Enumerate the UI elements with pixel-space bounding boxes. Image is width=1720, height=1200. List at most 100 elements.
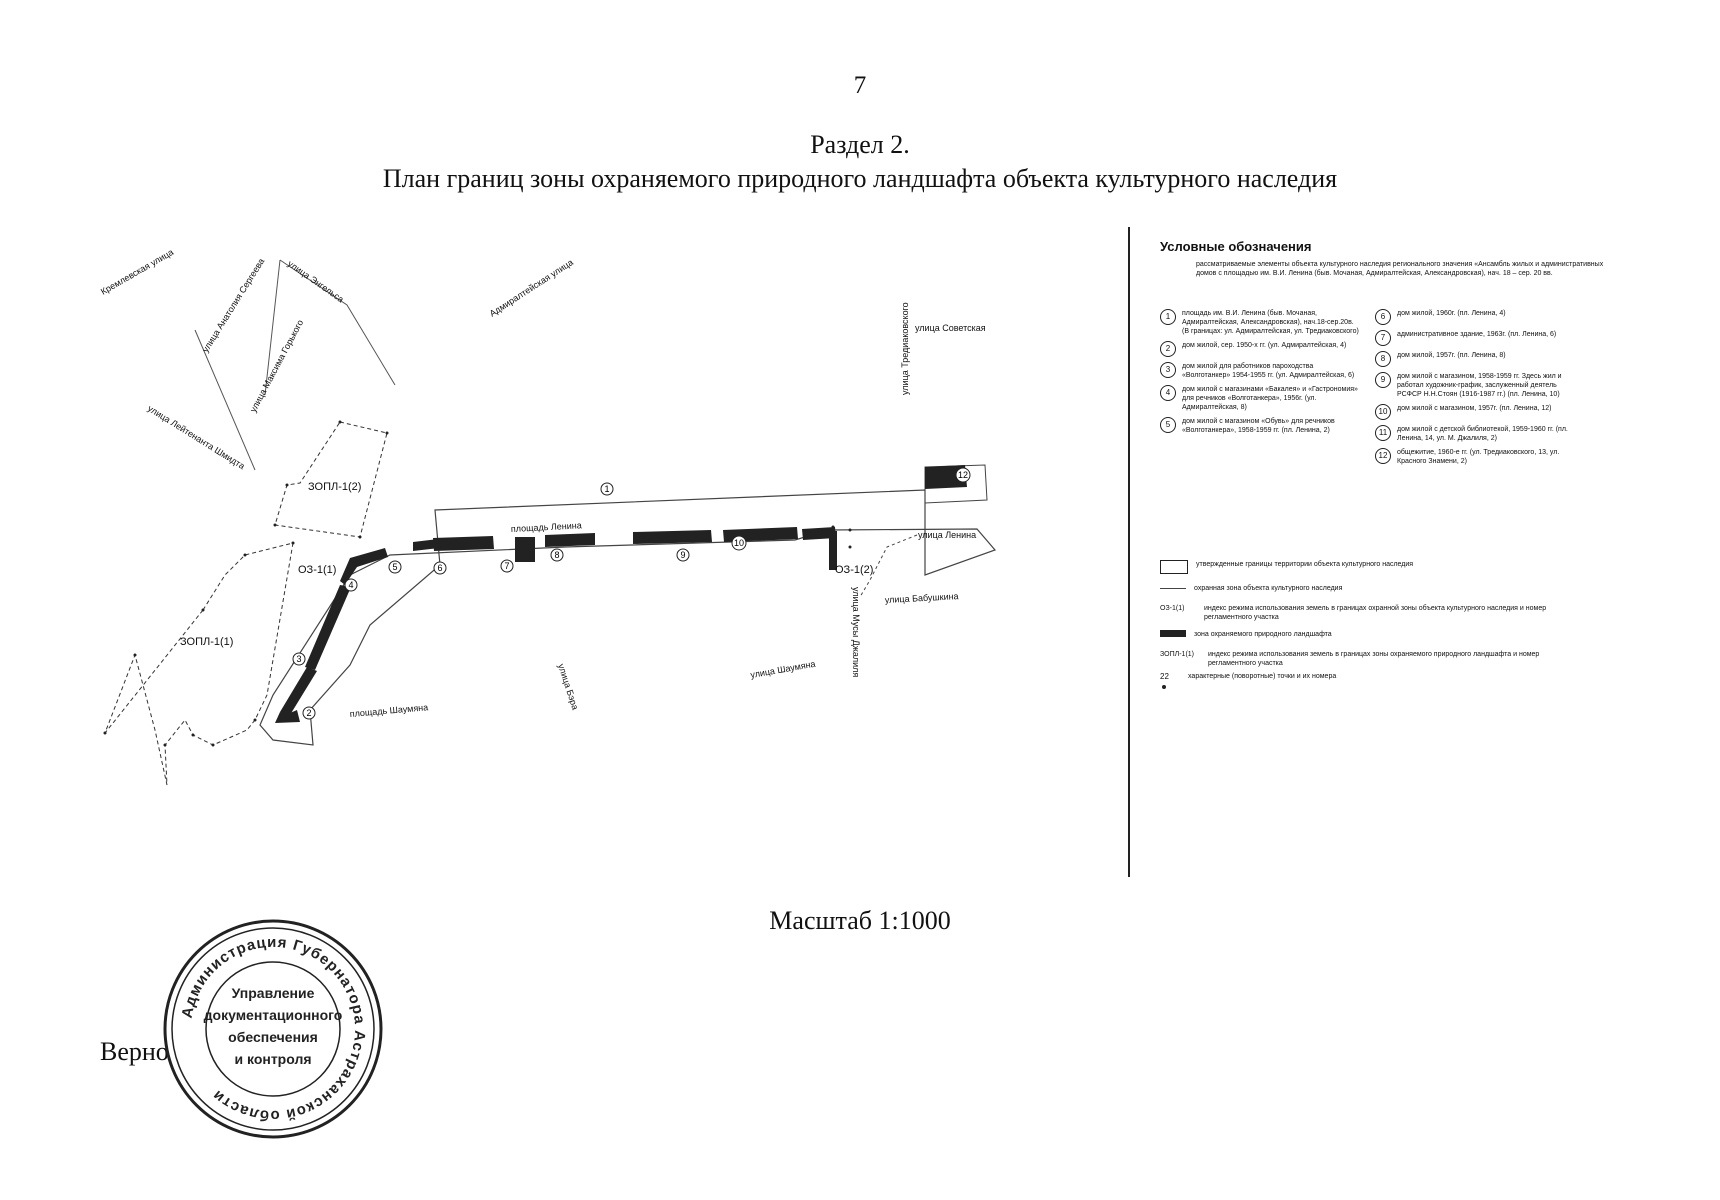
stamp-line-4: и контроля	[235, 1051, 312, 1067]
legend-num: 7	[1375, 330, 1391, 346]
building-strip-1	[340, 548, 388, 585]
legend-key-text: индекс режима использования земель в гра…	[1208, 651, 1540, 667]
legend-text: дом жилой с магазином, 1957г. (пл. Ленин…	[1397, 405, 1552, 412]
site-marker-2: 2	[306, 708, 311, 718]
site-marker-2-circle	[302, 706, 316, 720]
legend-num: 8	[1375, 351, 1391, 367]
legend-num: 4	[1160, 385, 1176, 401]
site-marker-6: 6	[437, 563, 442, 573]
landscape-swatch-icon	[1160, 630, 1186, 637]
legend-key-text: зона охраняемого природного ландшафта	[1194, 631, 1332, 638]
legend-num: 9	[1375, 372, 1391, 388]
legend-key-zopl: ЗОПЛ-1(1) индекс режима использования зе…	[1160, 650, 1580, 668]
map-scale: Масштаб 1:1000	[769, 906, 951, 935]
legend-col-left: 1 площадь им. В.И. Ленина (быв. Мочаная, …	[1160, 309, 1360, 440]
street-labels: Кремлевская улица улица Анатолия Сергеев…	[99, 247, 986, 719]
legend-text: дом жилой с магазинами «Бакалея» и «Гаст…	[1182, 386, 1358, 411]
legend-text: дом жилой с магазином «Обувь» для речник…	[1182, 418, 1335, 434]
label-trediakovskogo: улица Тредиаковского	[900, 302, 910, 395]
site-marker-1: 1	[604, 484, 609, 494]
stamp-line-1: Управление	[232, 985, 315, 1001]
code-zopl-1-2: ЗОПЛ-1(2)	[308, 481, 361, 493]
building-strip-10	[280, 667, 317, 715]
site-marker-9: 9	[680, 550, 685, 560]
label-lenina-street: улица Ленина	[918, 530, 976, 540]
label-babushkina: улица Бабушкина	[885, 591, 959, 605]
certification-word: Верно	[100, 1037, 169, 1066]
point-dot-icon	[1162, 685, 1166, 689]
site-marker-5: 5	[392, 562, 397, 572]
protection-swatch-icon	[1160, 588, 1186, 590]
legend-key-oz: ОЗ-1(1) индекс режима использования земе…	[1160, 604, 1580, 622]
building-strip-5	[545, 533, 595, 547]
legend-item: 9 дом жилой с магазином, 1958-1959 гг. Зд…	[1375, 372, 1580, 399]
stamp-inner-ring	[205, 961, 341, 1097]
label-shaumyana-square: площадь Шаумяна	[349, 702, 428, 719]
stamp-line-2: документационного	[204, 1007, 343, 1023]
label-lenina-square: площадь Ленина	[511, 520, 582, 534]
legend-key-code: ЗОПЛ-1(1)	[1160, 651, 1194, 658]
legend-num: 1	[1160, 309, 1176, 325]
legend-intro: рассматриваемые элементы объекта культур…	[1196, 261, 1604, 277]
site-marker-7: 7	[504, 561, 509, 571]
plan-title: План границ зоны охраняемого природного …	[382, 164, 1338, 193]
site-marker-8: 8	[554, 550, 559, 560]
zone-codes: ЗОПЛ-1(2) ЗОПЛ-1(1) ОЗ-1(1) ОЗ-1(2)	[180, 481, 873, 648]
legend-item: 5 дом жилой с магазином «Обувь» для речни…	[1160, 417, 1360, 435]
legend-text: дом жилой с детской библиотекой, 1959-19…	[1397, 426, 1568, 442]
site-marker-9-circle	[676, 548, 690, 562]
site-marker-10: 10	[734, 538, 744, 548]
boundary-map: 1 2 3 4 5 6 7 8 9 10 12 ЗОПЛ-1(2) ЗОПЛ-1…	[99, 247, 997, 786]
legend-key-text: индекс режима использования земель в гра…	[1204, 605, 1547, 621]
stamp-mid-ring	[171, 927, 375, 1131]
legend-point-number: 22	[1160, 672, 1169, 681]
code-oz-1-1: ОЗ-1(1)	[298, 564, 336, 576]
section-title: Раздел 2.	[810, 130, 910, 159]
building-strip-8	[802, 527, 836, 540]
site-marker-4: 4	[348, 580, 353, 590]
legend-text: площадь им. В.И. Ленина (быв. Мочаная, А…	[1182, 310, 1359, 335]
code-zopl-1-1: ЗОПЛ-1(1)	[180, 636, 233, 648]
code-oz-1-2: ОЗ-1(2)	[835, 564, 873, 576]
page-number: 7	[853, 72, 867, 99]
building-strip-9	[305, 585, 351, 670]
label-admiralteyskaya: Адмиралтейская улица	[488, 257, 575, 319]
legend-text: дом жилой с магазином, 1958-1959 гг. Зде…	[1397, 373, 1562, 398]
legend-text: дом жилой для работников пароходства «Во…	[1182, 363, 1355, 379]
landscape-zone	[275, 465, 967, 723]
boundary-points	[103, 420, 852, 747]
legend-item: 1 площадь им. В.И. Ленина (быв. Мочаная, …	[1160, 309, 1360, 336]
street-line-c	[194, 329, 256, 471]
legend-key-points: 22 характерные (поворотные) точки и их н…	[1160, 672, 1580, 681]
site-marker-8-circle	[550, 548, 564, 562]
label-kremlevskaya: Кремлевская улица	[99, 247, 175, 297]
building-strip-3	[433, 536, 494, 551]
building-strip-12	[925, 465, 967, 489]
legend-key-boundary: утвержденные границы территории объекта …	[1160, 560, 1580, 574]
label-engelsa: улица Энгельса	[286, 258, 346, 304]
boundary-swatch-icon	[1160, 560, 1188, 574]
site-marker-7-circle	[500, 559, 514, 573]
site-marker-4-circle	[344, 578, 358, 592]
legend-text: дом жилой, 1960г. (пл. Ленина, 4)	[1397, 310, 1506, 317]
site-marker-3: 3	[296, 654, 301, 664]
legend-text: административное здание, 1963г. (пл. Лен…	[1397, 331, 1557, 338]
legend-key-text: утвержденные границы территории объекта …	[1196, 561, 1414, 568]
legend-num: 5	[1160, 417, 1176, 433]
legend-num: 3	[1160, 362, 1176, 378]
legend-key-text: охранная зона объекта культурного наслед…	[1194, 585, 1343, 592]
site-markers: 1 2 3 4 5 6 7 8 9 10 12	[292, 467, 971, 720]
legend-text: общежитие, 1960-е гг. (ул. Тредиаковског…	[1397, 449, 1560, 465]
legend-key-landscape: зона охраняемого природного ландшафта	[1160, 630, 1580, 639]
building-strip-13	[829, 531, 837, 570]
legend-key-protection: охранная зона объекта культурного наслед…	[1160, 584, 1580, 593]
official-stamp: Администрация Губернатора Астраханской о…	[163, 919, 383, 1139]
label-leytenanta-shmidta: улица Лейтенанта Шмидта	[146, 403, 247, 471]
site-marker-5-circle	[388, 560, 402, 574]
label-anatoliya-sergeeva: улица Анатолия Сергеева	[200, 256, 266, 354]
